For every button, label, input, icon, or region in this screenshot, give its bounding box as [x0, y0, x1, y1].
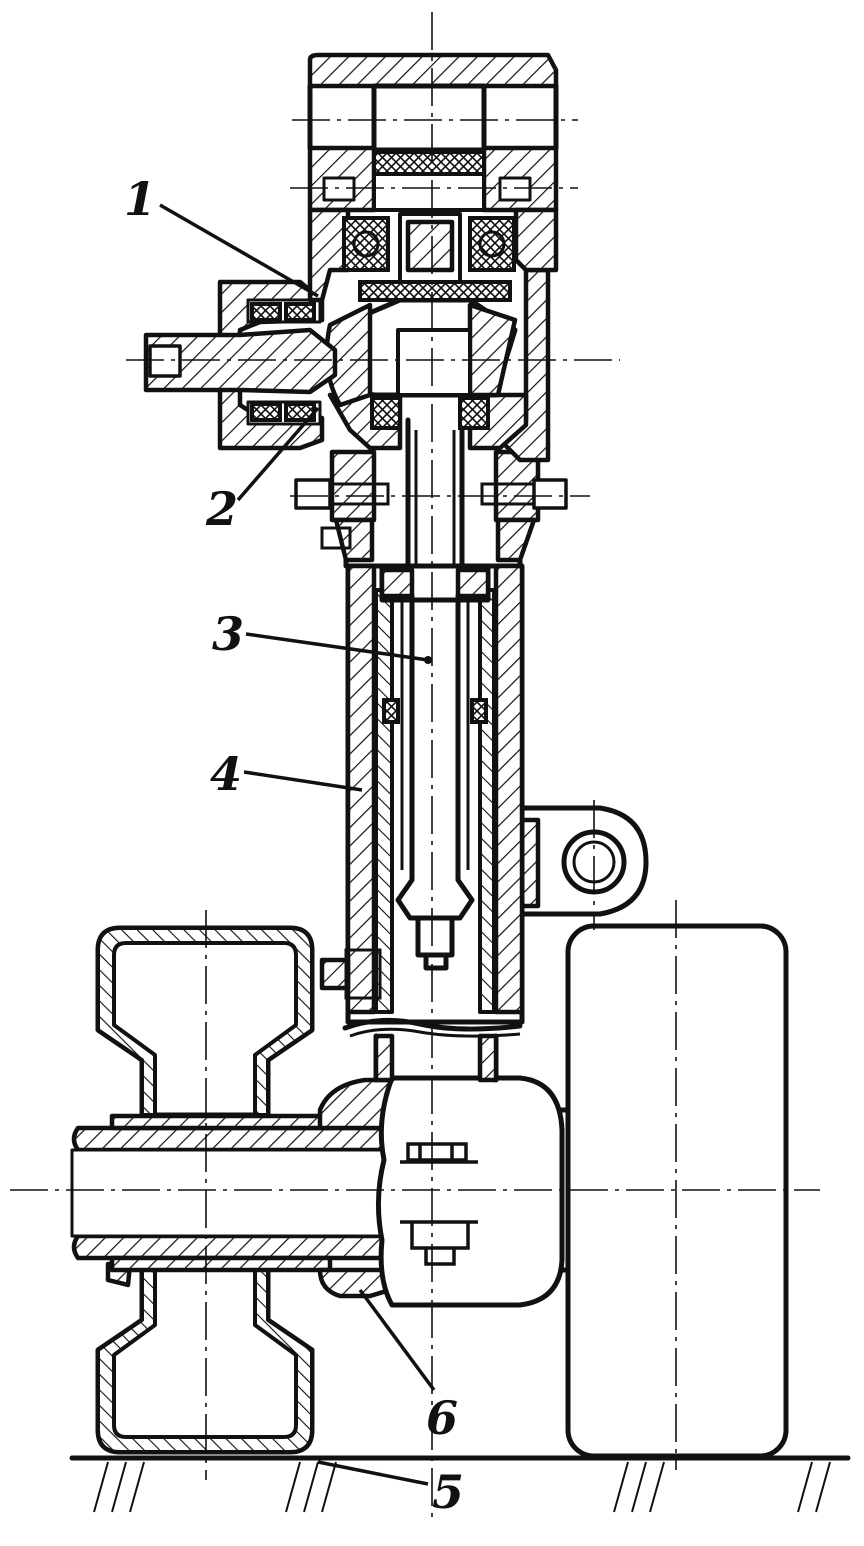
callout-6: 6	[358, 1288, 458, 1445]
label-3: 3	[212, 607, 244, 661]
left-wheel	[95, 925, 315, 1455]
center-lines	[10, 12, 820, 1520]
callout-2: 2	[205, 406, 320, 536]
callout-4: 4	[210, 747, 363, 801]
outer-tube	[319, 563, 525, 1083]
callout-3: 3	[212, 607, 432, 664]
side-bracket	[519, 805, 649, 917]
label-2: 2	[205, 482, 238, 536]
label-1: 1	[124, 172, 156, 226]
top-cap	[307, 52, 559, 303]
right-wheel	[565, 923, 789, 1459]
vertical-shaft	[405, 417, 465, 569]
axle-shaft	[70, 1113, 393, 1288]
label-4: 4	[210, 747, 242, 801]
callout-1: 1	[124, 172, 319, 298]
label-5: 5	[432, 1465, 464, 1519]
callout-5: 5	[317, 1460, 464, 1519]
input-housing	[143, 279, 338, 451]
inner-rod	[379, 563, 491, 971]
upper-flange	[294, 449, 568, 569]
label-6: 6	[426, 1391, 458, 1445]
